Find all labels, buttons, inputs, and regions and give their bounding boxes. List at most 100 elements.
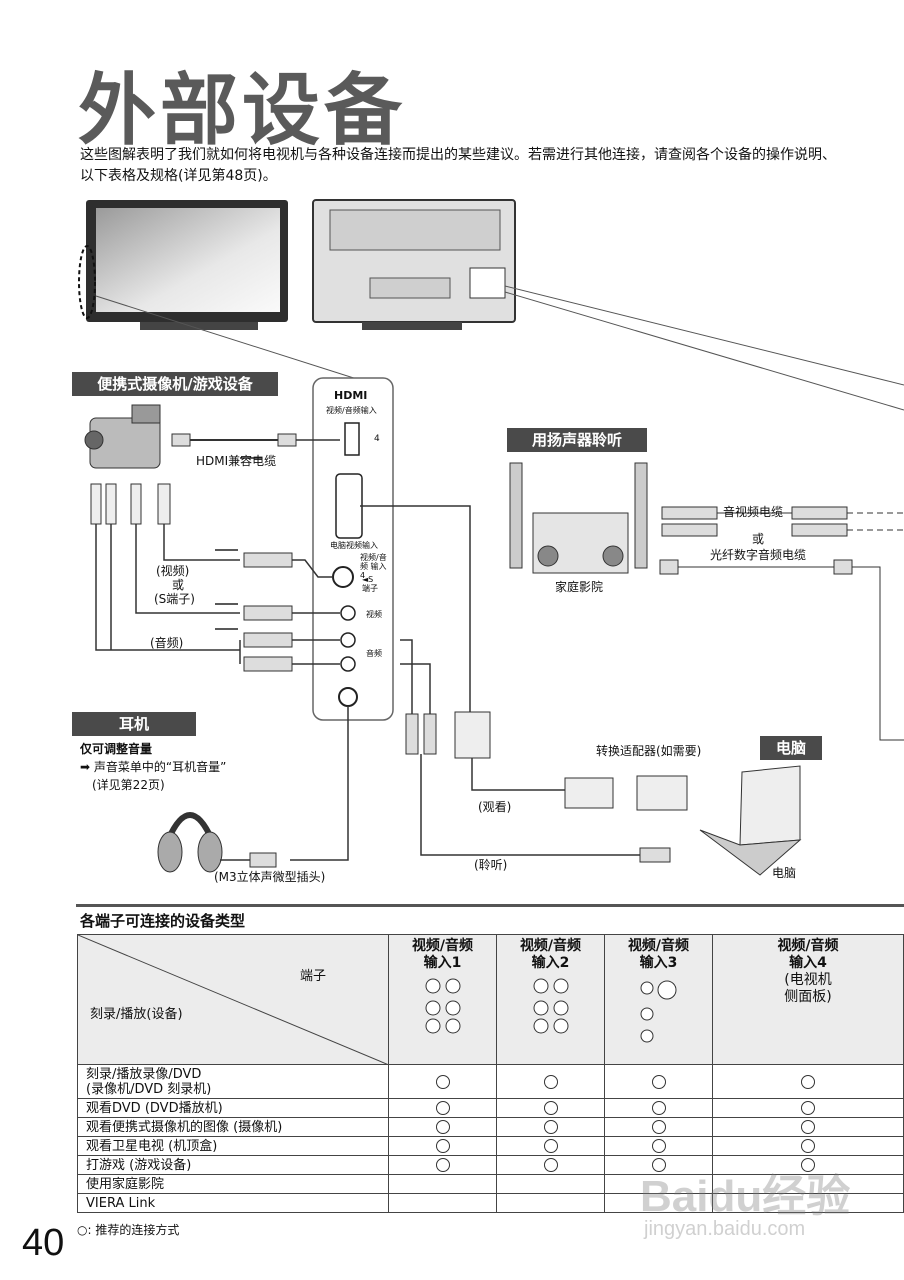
table-row: 观看DVD (DVD播放机) xyxy=(77,1098,904,1118)
pc-caption: 电脑 xyxy=(772,866,797,880)
col-header-input2: 视频/音频 输入2 xyxy=(496,934,605,1065)
device-cell: 观看DVD (DVD播放机) xyxy=(77,1098,389,1118)
recommended-cell xyxy=(388,1193,497,1213)
recommended-cell xyxy=(712,1193,904,1213)
recommended-cell xyxy=(388,1098,497,1118)
col-header-input1: 视频/音频 输入1 xyxy=(388,934,497,1065)
or2-label: 或 xyxy=(752,532,765,546)
side-panel xyxy=(312,377,394,721)
video-jack-label: 视频 xyxy=(366,610,382,619)
section-pc: 电脑 xyxy=(760,736,822,760)
page-title: 外部设备 xyxy=(78,66,407,156)
recommended-cell xyxy=(604,1136,713,1156)
header-terminal: 端子 xyxy=(300,969,327,984)
compatibility-table: 端子 刻录/播放(设备) 视频/音频 输入1 视频/音频 输入2 视频/音频 输… xyxy=(77,934,904,1213)
hdmi-cable-label: HDMI兼容电缆 xyxy=(196,454,277,468)
recommended-cell xyxy=(712,1136,904,1156)
device-cell: 使用家庭影院 xyxy=(77,1174,389,1194)
s-paren-label: (S端子) xyxy=(154,592,195,606)
header-device: 刻录/播放(设备) xyxy=(90,1007,183,1022)
see-p22-label: (详见第22页) xyxy=(92,778,165,792)
recommended-circle-icon xyxy=(801,1101,815,1115)
corner-diagonal xyxy=(78,935,389,1065)
recommended-circle-icon xyxy=(435,1158,450,1172)
watermark-url: jingyan.baidu.com xyxy=(644,1218,806,1240)
recommended-cell xyxy=(388,1117,497,1137)
recommended-circle-icon xyxy=(651,1101,666,1115)
num4-label: 4 xyxy=(374,434,380,444)
audio-paren-label: (音频) xyxy=(150,636,184,650)
tv-back-illustration xyxy=(312,199,516,330)
or-label: 或 xyxy=(172,578,185,592)
recommended-cell xyxy=(712,1098,904,1118)
recommended-circle-icon xyxy=(651,1139,666,1153)
table-row: 刻录/播放录像/DVD (录像机/DVD 刻录机) xyxy=(77,1064,904,1099)
s-terminal-label: ◄S 端子 xyxy=(362,575,378,593)
recommended-cell xyxy=(388,1155,497,1175)
page-number: 40 xyxy=(22,1222,65,1264)
col-header-input3: 视频/音频 输入3 xyxy=(604,934,713,1065)
recommended-cell xyxy=(388,1174,497,1194)
home-theater-label: 家庭影院 xyxy=(555,580,604,594)
device-cell: 观看便携式摄像机的图像 (摄像机) xyxy=(77,1117,389,1137)
recommended-circle-icon xyxy=(801,1158,815,1172)
legend-note: ○: 推荐的连接方式 xyxy=(77,1223,180,1237)
col4-line2: 输入4 xyxy=(789,955,827,971)
recommended-cell xyxy=(496,1098,605,1118)
recommended-circle-icon xyxy=(543,1101,558,1115)
recommended-cell xyxy=(712,1064,904,1099)
col2-line1: 视频/音频 xyxy=(519,938,582,954)
input3-jacks-icon xyxy=(640,980,676,1043)
table-body: 刻录/播放录像/DVD (录像机/DVD 刻录机)观看DVD (DVD播放机)观… xyxy=(77,1064,904,1213)
home-theater-illustration xyxy=(509,462,648,574)
recommended-circle-icon xyxy=(435,1139,450,1153)
s-video-port xyxy=(332,566,354,588)
av-in-label: 视频/音频输入 xyxy=(326,406,377,415)
av-cable-label: 音视频电缆 xyxy=(723,505,784,519)
table-row: 观看卫星电视 (机顶盒) xyxy=(77,1136,904,1156)
col3-line1: 视频/音频 xyxy=(627,938,690,954)
col-header-input4: 视频/音频 输入4 (电视机 侧面板) xyxy=(712,934,904,1065)
video-paren-label: (视频) xyxy=(156,564,190,578)
connection-diagram xyxy=(78,199,904,876)
recommended-circle-icon xyxy=(651,1158,666,1172)
recommended-cell xyxy=(604,1098,713,1118)
hdmi-logo: HDMI xyxy=(334,389,368,402)
sound-menu-label: ➡ 声音菜单中的“耳机音量” xyxy=(80,760,227,774)
device-cell: 刻录/播放录像/DVD (录像机/DVD 刻录机) xyxy=(77,1064,389,1099)
recommended-cell xyxy=(604,1117,713,1137)
recommended-circle-icon xyxy=(543,1120,558,1134)
listen-label: (聆听) xyxy=(474,858,508,872)
recommended-cell xyxy=(604,1064,713,1099)
section-headphones: 耳机 xyxy=(72,712,196,736)
recommended-circle-icon xyxy=(801,1120,815,1134)
laptop-illustration xyxy=(699,765,802,876)
watermark-logo: Baidu经验 xyxy=(640,1172,851,1221)
recommended-circle-icon xyxy=(543,1074,558,1089)
col1-line1: 视频/音频 xyxy=(411,938,474,954)
recommended-cell xyxy=(388,1064,497,1099)
watch-label: (观看) xyxy=(478,800,512,814)
m3-plug-label: (M3立体声微型插头) xyxy=(214,870,326,884)
headphone-port xyxy=(338,687,358,707)
col1-line2: 输入1 xyxy=(423,955,462,971)
audio-jack-label: 音频 xyxy=(366,649,382,658)
recommended-circle-icon xyxy=(801,1139,815,1153)
recommended-circle-icon xyxy=(651,1120,666,1134)
section-speakers: 用扬声器聆听 xyxy=(507,428,647,452)
col4-line1: 视频/音频 xyxy=(777,938,839,954)
col3-line2: 输入3 xyxy=(639,955,678,971)
section-camcorder: 便携式摄像机/游戏设备 xyxy=(72,372,278,396)
pc-in-label: 电脑视频输入 xyxy=(330,541,378,550)
headphones-illustration xyxy=(157,812,223,873)
input2-jacks-icon xyxy=(533,978,568,1034)
input1-jacks-icon xyxy=(425,978,460,1034)
tv-front-illustration xyxy=(78,200,288,330)
intro-paragraph: 这些图解表明了我们就如何将电视机与各种设备连接而提出的某些建议。若需进行其他连接… xyxy=(80,147,836,184)
table-corner-header: 端子 刻录/播放(设备) xyxy=(77,934,389,1065)
col4-line4: 侧面板) xyxy=(784,989,832,1005)
table-section-title: 各端子可连接的设备类型 xyxy=(80,912,246,930)
avin4-label: 视频/音频 输入4 xyxy=(360,553,387,580)
recommended-cell xyxy=(496,1117,605,1137)
device-cell: VIERA Link xyxy=(77,1193,389,1213)
